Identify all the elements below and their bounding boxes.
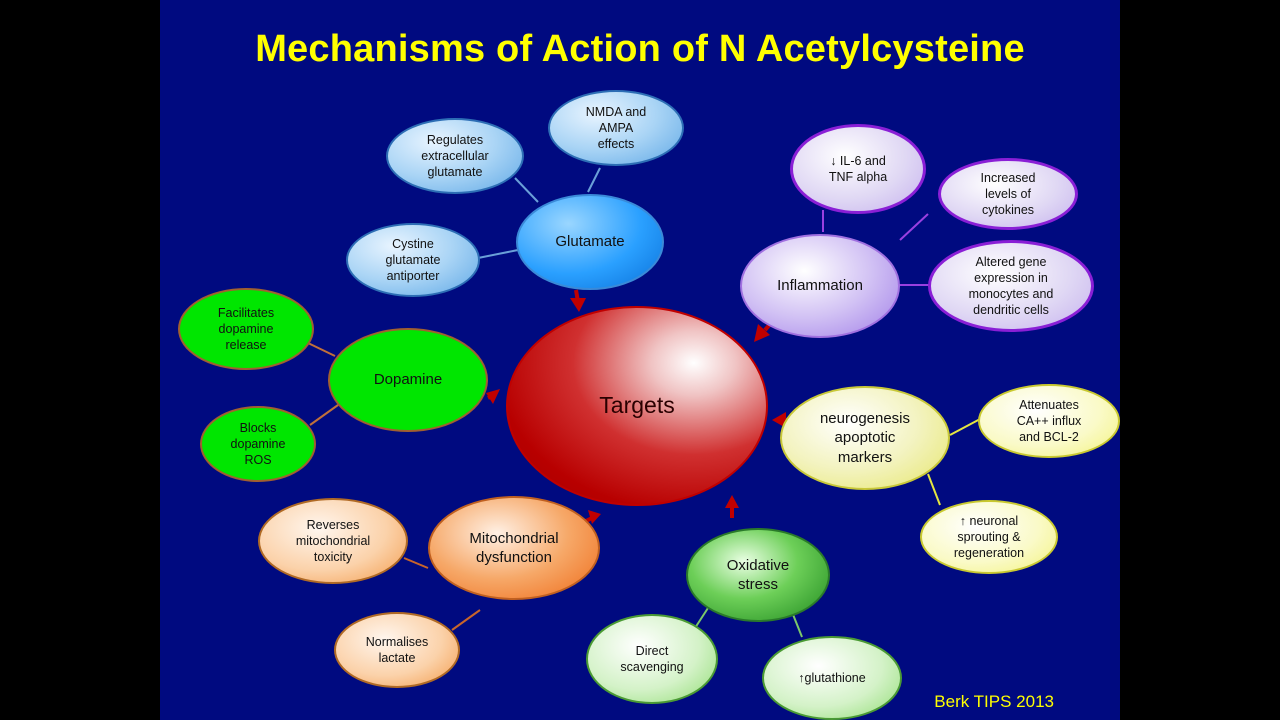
slide-title: Mechanisms of Action of N Acetylcysteine xyxy=(255,28,1025,70)
connector-glutamate-regulates xyxy=(514,177,539,203)
connector-glutamate-nmda xyxy=(587,167,601,193)
mitochondrial-node: Mitochondrial dysfunction xyxy=(428,496,600,600)
glutamate-node: Glutamate xyxy=(516,194,664,290)
targets-label: Targets xyxy=(599,392,675,419)
slide: Mechanisms of Action of N Acetylcysteine… xyxy=(160,0,1120,720)
dopamine-leaf-facilitates: Facilitates dopamine release xyxy=(178,288,314,370)
mitochondrial-label: Mitochondrial dysfunction xyxy=(469,529,559,567)
connector-inflammation-cytokines xyxy=(899,213,929,241)
mitochondrial-leaf-reverses: Reverses mitochondrial toxicity xyxy=(258,498,408,584)
inflammation-label: Inflammation xyxy=(777,277,863,295)
connector-mito-reverses xyxy=(403,557,429,569)
connector-mito-lactate xyxy=(451,609,481,631)
connector-neuro-attenuates xyxy=(949,417,983,436)
neurogenesis-leaf-sprouting: ↑ neuronal sprouting & regeneration xyxy=(920,500,1058,574)
oxidative-leaf-glutathione: ↑glutathione xyxy=(762,636,902,720)
inflammation-node: Inflammation xyxy=(740,234,900,338)
inflammation-leaf-il6: ↓ IL-6 and TNF alpha xyxy=(790,124,926,214)
neurogenesis-node: neurogenesis apoptotic markers xyxy=(780,386,950,490)
oxidative-node: Oxidative stress xyxy=(686,528,830,622)
oxidative-label: Oxidative stress xyxy=(726,556,790,594)
dopamine-label: Dopamine xyxy=(373,371,443,389)
inflammation-leaf-gene: Altered gene expression in monocytes and… xyxy=(928,240,1094,332)
connector-oxidative-direct xyxy=(694,607,709,629)
glutamate-label: Glutamate xyxy=(555,233,625,251)
connector-dopamine-facilitates xyxy=(307,342,336,357)
mitochondrial-leaf-lactate: Normalises lactate xyxy=(334,612,460,688)
connector-dopamine-blocks xyxy=(309,404,339,426)
neurogenesis-leaf-attenuates: Attenuates CA++ influx and BCL-2 xyxy=(978,384,1120,458)
dopamine-node: Dopamine xyxy=(328,328,488,432)
connector-oxidative-glutathione xyxy=(791,611,803,638)
oxidative-leaf-direct: Direct scavenging xyxy=(586,614,718,704)
dopamine-leaf-blocks: Blocks dopamine ROS xyxy=(200,406,316,482)
glutamate-leaf-nmda: NMDA and AMPA effects xyxy=(548,90,684,166)
targets-node: Targets xyxy=(506,306,768,506)
connector-glutamate-cystine xyxy=(477,249,519,259)
glutamate-leaf-regulates: Regulates extracellular glutamate xyxy=(386,118,524,194)
connector-neuro-sprouting xyxy=(927,473,941,506)
citation: Berk TIPS 2013 xyxy=(934,692,1054,711)
glutamate-leaf-cystine: Cystine glutamate antiporter xyxy=(346,223,480,297)
neurogenesis-label: neurogenesis apoptotic markers xyxy=(819,409,911,466)
inflammation-leaf-cytokines: Increased levels of cytokines xyxy=(938,158,1078,230)
